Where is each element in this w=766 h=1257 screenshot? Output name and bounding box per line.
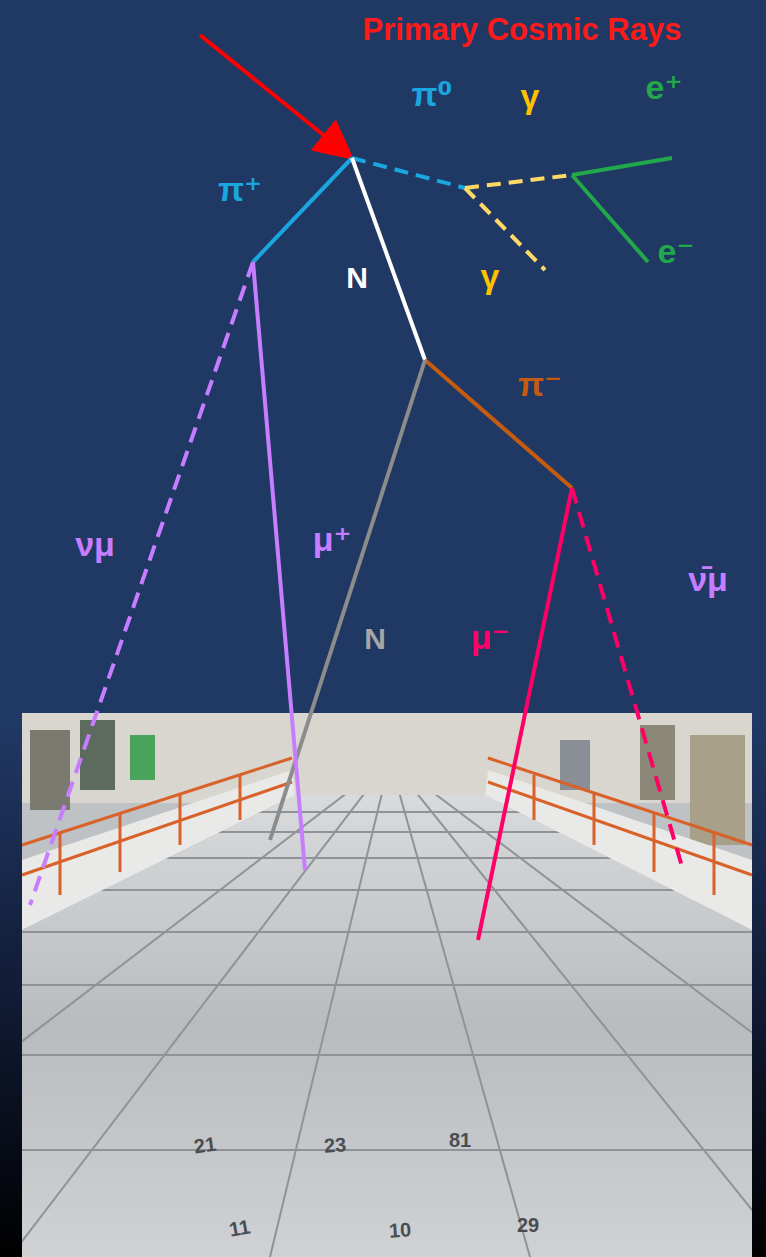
particle-label: π⁰ [412, 76, 453, 113]
particle-label: γ [481, 258, 500, 295]
particle-label: N [346, 261, 368, 294]
particle-label: νμ [75, 526, 115, 563]
particle-label: π⁺ [218, 171, 262, 208]
tile-number: 23 [323, 1133, 347, 1156]
particle-label: e⁺ [646, 69, 683, 106]
tile-number: 29 [517, 1214, 539, 1236]
particle-label: μ⁺ [313, 521, 352, 558]
tile-number: 11 [228, 1215, 253, 1240]
particle-label: e⁻ [658, 233, 695, 270]
tile-number: 81 [449, 1129, 471, 1151]
particle-label: μ⁻ [471, 619, 510, 656]
tile-number: 21 [192, 1133, 217, 1158]
particle-label: π⁻ [518, 366, 562, 403]
particle-label: N [364, 622, 386, 655]
particle-label: γ [521, 78, 540, 115]
particle-label: ν̄μ [688, 561, 728, 598]
tile-number: 10 [388, 1218, 412, 1241]
diagram-title: Primary Cosmic Rays [363, 13, 682, 47]
